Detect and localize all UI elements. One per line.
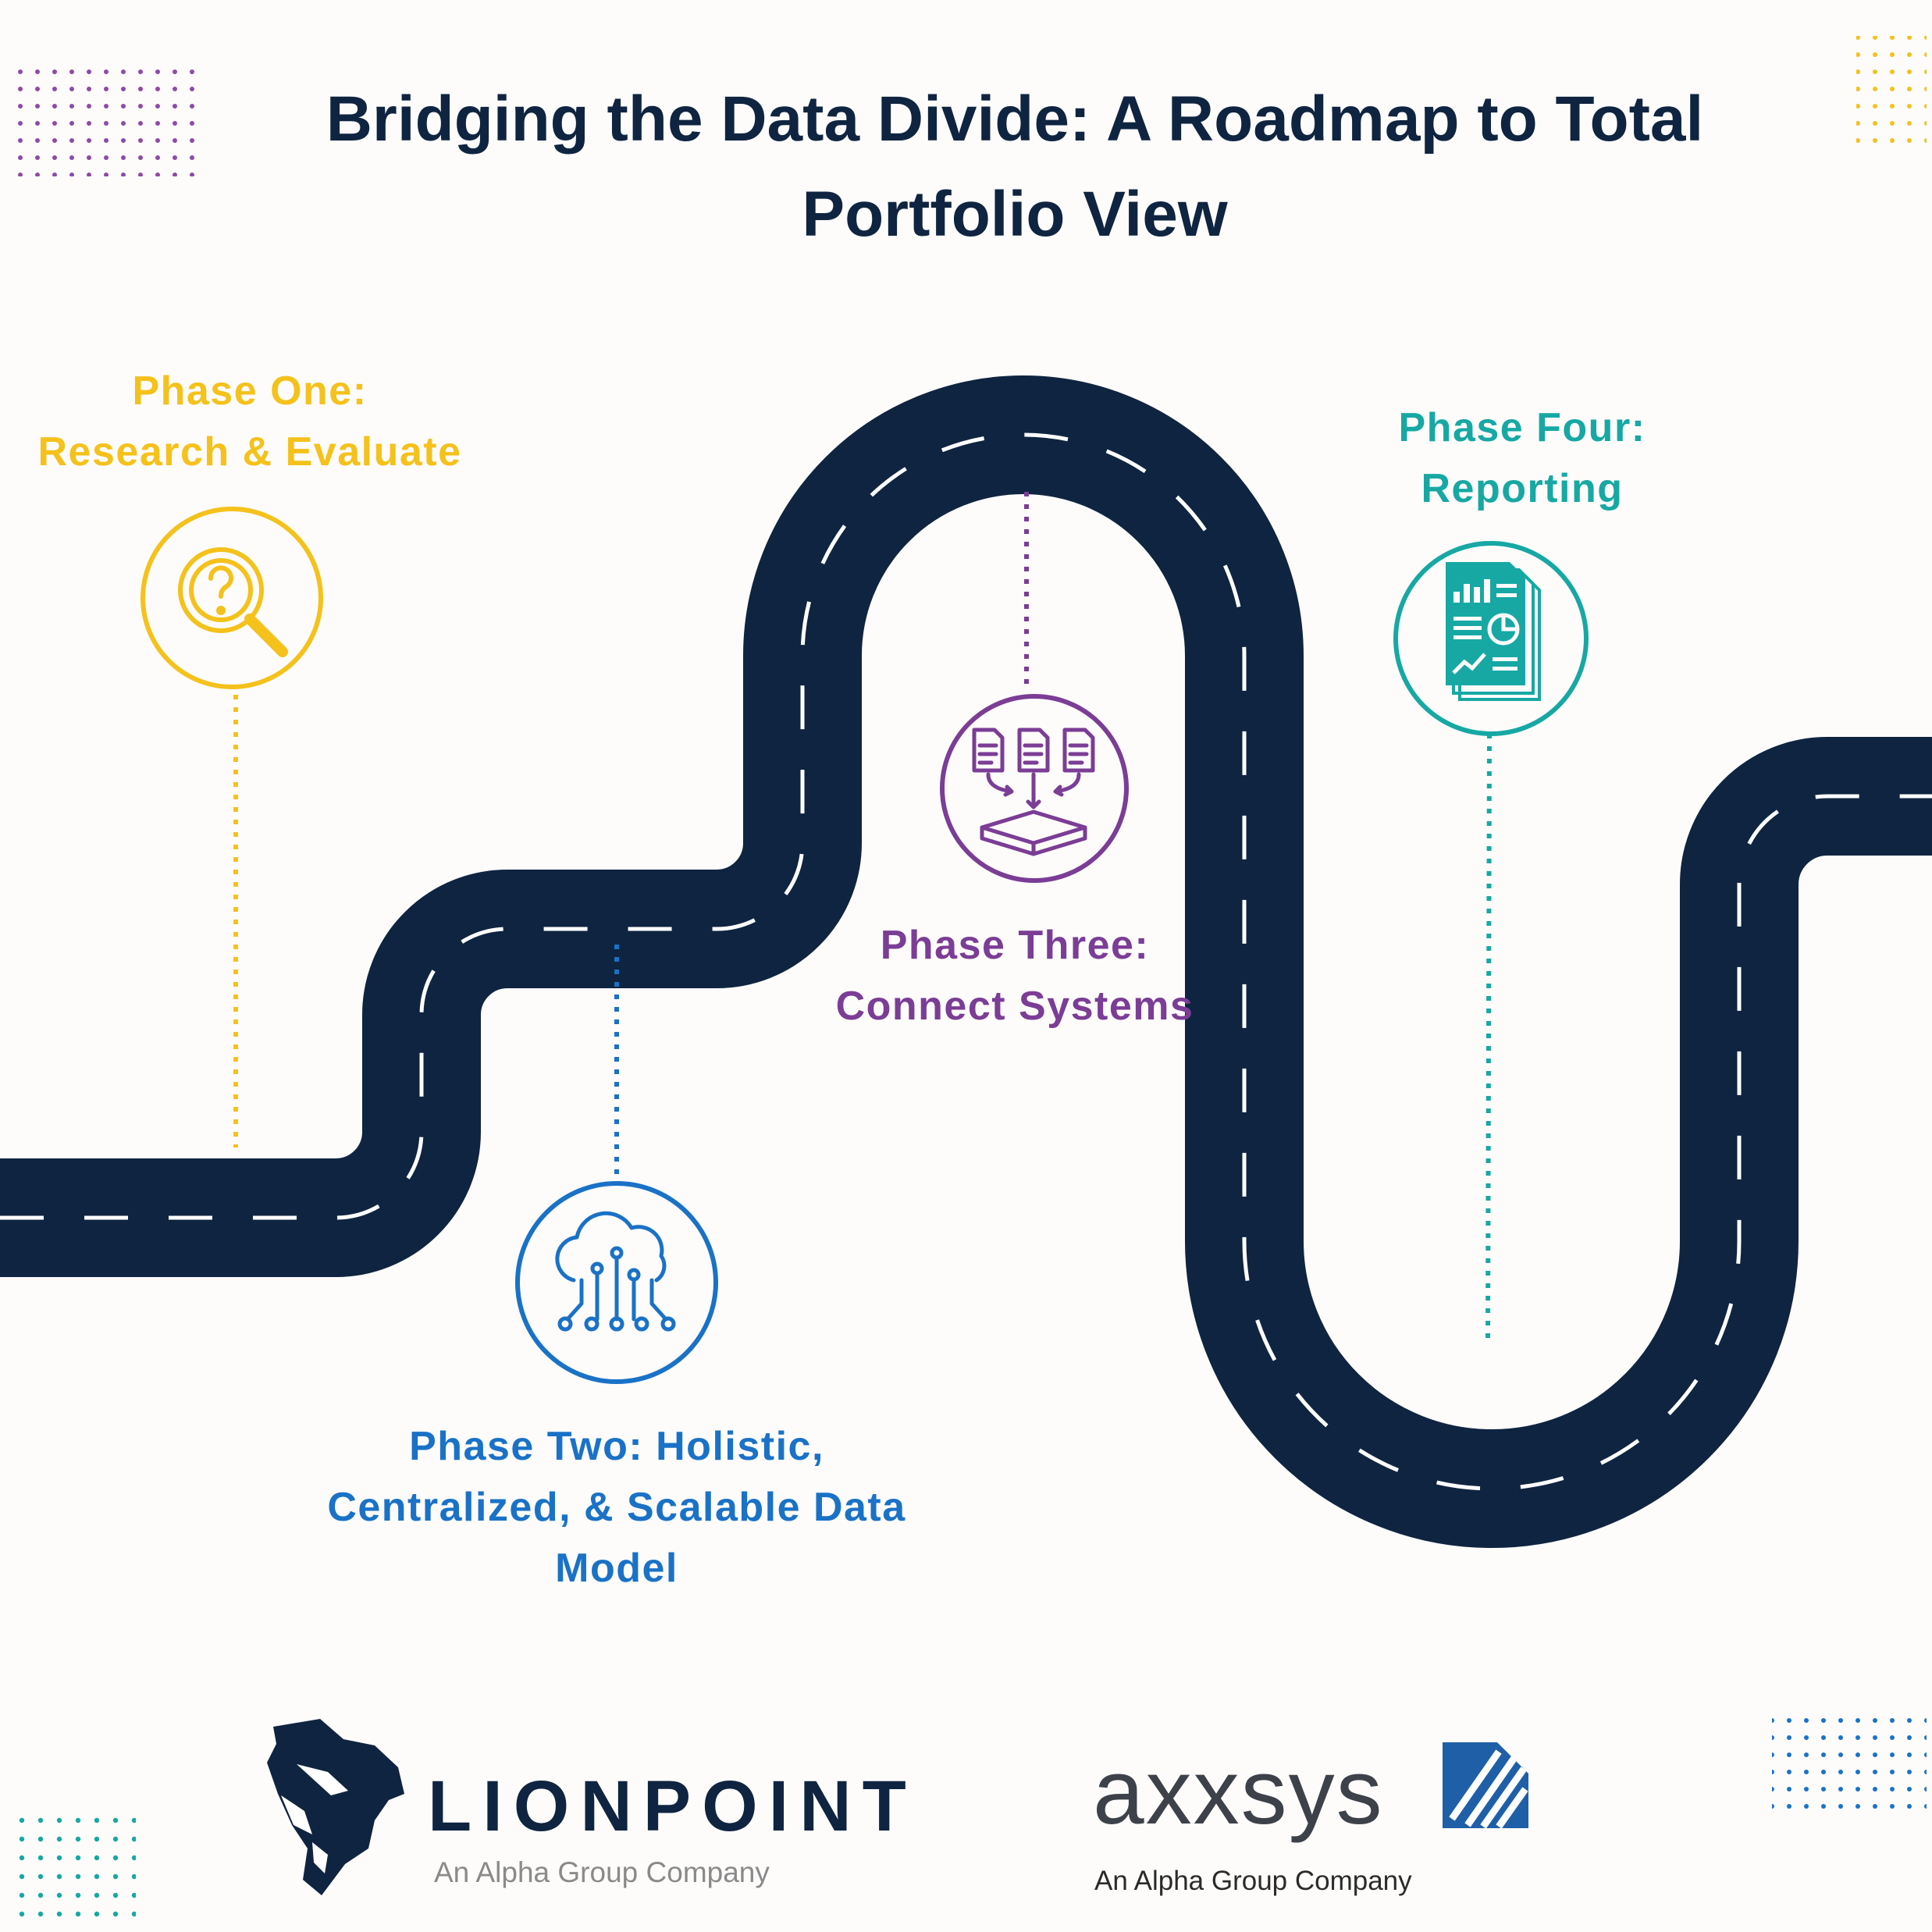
phase-one-marker xyxy=(141,507,323,1147)
phase-two-subtitle: Centralized, & Scalable Data xyxy=(327,1485,906,1530)
cloud-network-icon xyxy=(555,1211,676,1332)
dots-bottom-right xyxy=(1772,1706,1927,1816)
phase-two-subtitle-2: Model xyxy=(555,1546,678,1591)
phase-one-title: Phase One: xyxy=(132,368,368,414)
phase-two-label: Phase Two: Holistic, Centralized, & Scal… xyxy=(289,1416,945,1599)
lionpoint-logo-mark xyxy=(267,1719,404,1895)
phase-four-title: Phase Four: xyxy=(1398,405,1646,450)
phase-two-marker xyxy=(515,945,718,1384)
dots-bottom-left xyxy=(11,1811,136,1928)
road-centerline xyxy=(0,432,1932,1491)
phase-three-marker xyxy=(940,492,1129,883)
phase-three-subtitle: Connect Systems xyxy=(835,984,1194,1029)
title-line-2: Portfolio View xyxy=(802,179,1228,250)
page-title: Bridging the Data Divide: A Roadmap to T… xyxy=(219,72,1811,262)
lionpoint-tagline: An Alpha Group Company xyxy=(434,1856,770,1888)
axxsys-tagline: An Alpha Group Company xyxy=(1094,1866,1412,1896)
phase-four-subtitle: Reporting xyxy=(1421,466,1624,511)
phase-four-marker xyxy=(1393,541,1589,1343)
phase-four-label: Phase Four: Reporting xyxy=(1358,397,1686,519)
dots-top-right xyxy=(1856,36,1927,145)
title-line-1: Bridging the Data Divide: A Roadmap to T… xyxy=(326,84,1704,155)
lionpoint-logo-text: LIONPOINT xyxy=(428,1767,917,1846)
phase-one-label: Phase One: Research & Evaluate xyxy=(0,361,500,482)
documents-merge-icon xyxy=(972,728,1095,856)
magnifier-question-icon xyxy=(178,547,288,657)
report-document-icon xyxy=(1446,562,1541,701)
phase-two-title: Phase Two: Holistic, xyxy=(409,1424,824,1469)
phase-three-title: Phase Three: xyxy=(880,923,1150,968)
phase-three-label: Phase Three: Connect Systems xyxy=(804,915,1226,1037)
axxsys-logo-text: axxsys xyxy=(1093,1741,1384,1844)
dots-top-left xyxy=(8,67,200,176)
phase-four-connector xyxy=(1485,733,1492,1343)
phase-one-subtitle: Research & Evaluate xyxy=(37,429,462,475)
phase-one-icon-ring xyxy=(141,507,323,689)
axxsys-logo-mark xyxy=(1443,1742,1528,1829)
